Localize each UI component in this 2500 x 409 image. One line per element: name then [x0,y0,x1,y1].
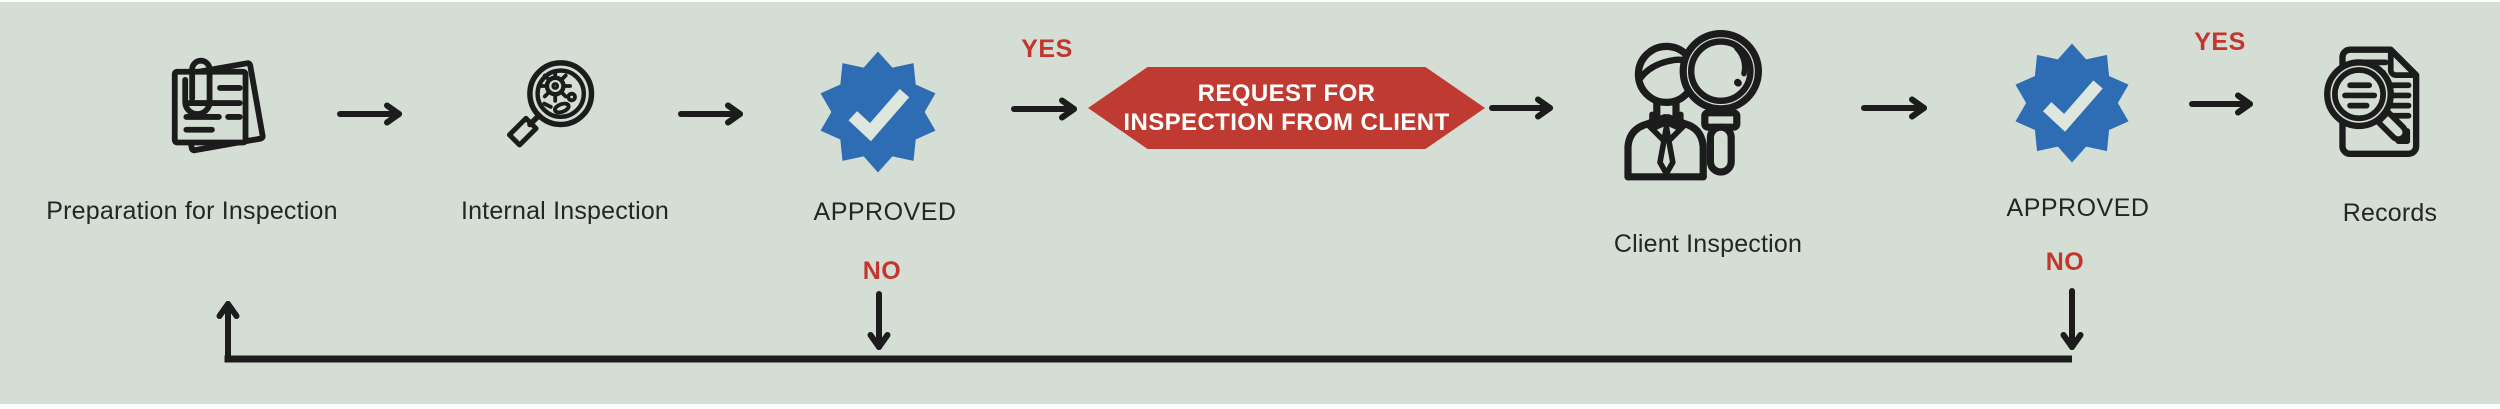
label-approved-2: APPROVED [2006,194,2150,222]
request-banner: REQUEST FOR INSPECTION FROM CLIENT [1088,67,1485,149]
bottom-edge-strip [0,404,2500,409]
request-banner-line1: REQUEST FOR [1197,80,1376,107]
label-client-inspection: Client Inspection [1613,230,1803,258]
request-banner-line2: INSPECTION FROM CLIENT [1123,109,1450,136]
document-magnifier-icon [2312,37,2439,164]
label-records: Records [2342,199,2438,227]
magnifier-germs-icon [498,53,608,163]
branch-no-2: NO [2045,248,2085,276]
inspector-person-icon [1620,28,1780,188]
verified-badge-icon [815,49,941,175]
branch-yes-2: YES [2194,28,2246,56]
branch-no-1: NO [862,257,902,285]
verified-badge-icon [2010,41,2134,165]
notepad-icon [162,52,278,168]
label-preparation: Preparation for Inspection [46,197,338,225]
label-approved-1: APPROVED [813,198,957,226]
top-edge-strip [0,0,2500,2]
label-internal-inspection: Internal Inspection [460,197,670,225]
branch-yes-1: YES [1021,35,1073,63]
